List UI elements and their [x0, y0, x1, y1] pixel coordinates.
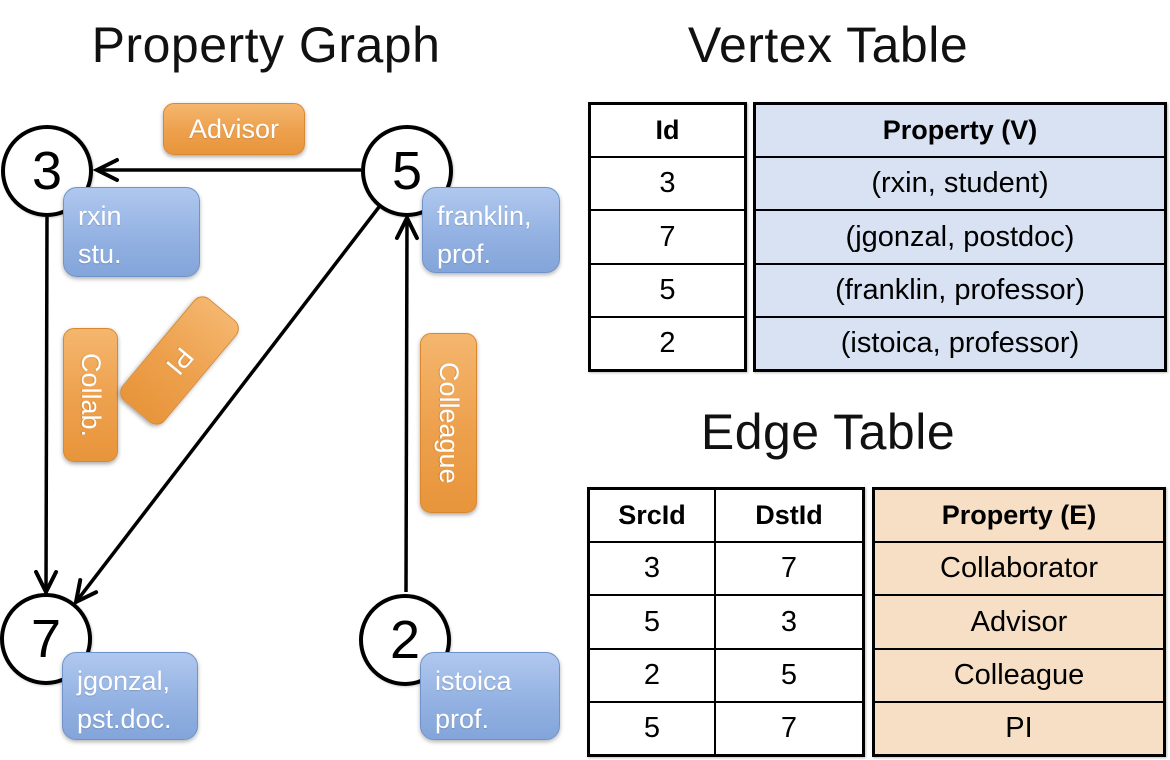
table-cell: Advisor: [875, 596, 1163, 650]
table-cell: (rxin, student): [756, 158, 1164, 212]
table-cell: 5: [716, 650, 862, 703]
edge-table-src-column: SrcId 3 5 2 5: [590, 490, 716, 754]
edge-table-property-header: Property (E): [875, 490, 1163, 544]
table-cell: PI: [1005, 711, 1033, 744]
table-cell: 3: [590, 543, 714, 597]
edge-table-title: Edge Table: [700, 404, 956, 460]
edge-label-colleague: Colleague: [420, 333, 477, 513]
table-cell: 7: [591, 211, 744, 265]
vertex-table-property-header: Property (V): [756, 105, 1164, 159]
table-cell: 2: [590, 650, 714, 703]
table-cell: 7: [716, 543, 862, 597]
edge-label-advisor: Advisor: [163, 103, 305, 155]
vertex-property-box-3: rxin stu.: [63, 187, 200, 277]
edge-table-dst-header: DstId: [716, 490, 862, 544]
table-cell: 5: [591, 265, 744, 318]
graph-node-2: 2: [359, 594, 451, 686]
table-cell: 5: [643, 711, 661, 744]
node-id-label: 2: [389, 610, 421, 670]
edge-label-collab: Collab.: [63, 328, 118, 462]
vertex-property-line: rxin: [78, 201, 122, 231]
property-graph-title: Property Graph: [91, 17, 441, 73]
vertex-property-line: prof.: [435, 704, 490, 734]
vertex-property-box-5: franklin, prof.: [422, 187, 560, 273]
vertex-table-property-column: Property (V) (rxin, student) (jgonzal, p…: [753, 102, 1167, 372]
table-cell: 3: [716, 596, 862, 650]
graph-edge-lines: [34, 158, 419, 606]
vertex-property-line: prof.: [437, 239, 492, 269]
edge-table-src-header: SrcId: [590, 490, 714, 544]
node-id-label: 5: [391, 141, 423, 201]
table-cell: 2: [659, 326, 676, 359]
edge-line-pi-5-to-7: [73, 205, 381, 606]
table-cell: (franklin, professor): [756, 265, 1164, 318]
vertex-property-line: jgonzal,: [77, 666, 171, 696]
vertex-property-line: pst.doc.: [77, 704, 172, 734]
vertex-property-box-2: istoica prof.: [420, 652, 560, 740]
table-cell: (istoica, professor): [840, 326, 1080, 359]
table-cell: Collaborator: [875, 543, 1163, 597]
table-cell: Colleague: [875, 650, 1163, 703]
vertex-property-line: franklin,: [437, 201, 532, 231]
vertex-table-title: Vertex Table: [687, 17, 969, 73]
node-id-label: 3: [31, 141, 63, 201]
table-cell: 5: [590, 596, 714, 650]
table-cell: (jgonzal, postdoc): [756, 211, 1164, 265]
edge-line-colleague-2-to-5: [394, 213, 419, 593]
edge-table-property-column: Property (E) Collaborator Advisor Collea…: [872, 487, 1166, 757]
vertex-property-line: istoica: [435, 666, 512, 696]
edge-line-collab-3-to-7: [34, 216, 59, 597]
edge-table-src-dst-columns: SrcId 3 5 2 5 DstId 7 3 5 7: [587, 487, 865, 757]
vertex-table-id-column: Id 3 7 5 2: [588, 102, 747, 372]
node-id-label: 7: [30, 609, 62, 669]
vertex-table-id-header: Id: [591, 105, 744, 159]
table-cell: 7: [780, 711, 798, 744]
table-cell: 3: [591, 158, 744, 212]
edge-table-dst-column: DstId 7 3 5 7: [716, 490, 862, 754]
vertex-property-line: stu.: [78, 239, 122, 269]
vertex-property-box-7: jgonzal, pst.doc.: [62, 652, 198, 740]
